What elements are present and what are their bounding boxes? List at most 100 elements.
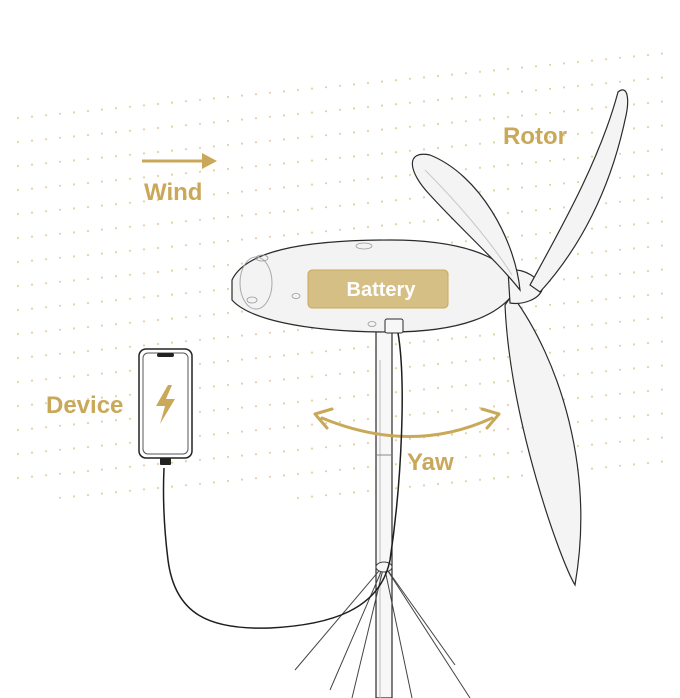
airflow-dot [422, 388, 426, 391]
airflow-dot [646, 197, 650, 201]
airflow-dot [268, 427, 272, 430]
airflow-dot [282, 330, 286, 333]
airflow-dot [170, 149, 174, 152]
airflow-dot [632, 55, 636, 58]
airflow-dot [436, 122, 440, 126]
airflow-dot [16, 236, 20, 240]
airflow-dot [184, 340, 188, 343]
airflow-dot [58, 448, 62, 451]
airflow-dot [226, 335, 230, 339]
airflow-dot [156, 486, 160, 490]
airflow-dot [534, 233, 538, 236]
airflow-dot [184, 100, 188, 103]
airflow-dot [492, 117, 496, 120]
airflow-dot [352, 491, 356, 494]
airflow-dot [590, 155, 594, 158]
airflow-dot [436, 74, 440, 78]
airflow-dot [310, 351, 314, 354]
airflow-dot [184, 220, 188, 223]
airflow-dot [16, 332, 20, 336]
airflow-dot [338, 204, 342, 207]
airflow-dot [632, 343, 636, 346]
airflow-dot [478, 94, 482, 97]
airflow-dot [212, 385, 216, 388]
airflow-dot [618, 80, 622, 83]
airflow-dot [422, 220, 426, 223]
airflow-dot [240, 334, 244, 337]
airflow-dot [226, 479, 230, 483]
airflow-dot [282, 138, 286, 141]
airflow-dot [156, 294, 160, 298]
airflow-dot [254, 237, 258, 240]
airflow-dot [226, 167, 230, 171]
airflow-dot [646, 221, 650, 225]
airflow-dot [240, 478, 244, 481]
airflow-dot [408, 77, 412, 80]
airflow-dot [618, 272, 622, 275]
airflow-dot [254, 165, 258, 168]
airflow-dot [282, 90, 286, 93]
airflow-dot [72, 183, 76, 186]
airflow-dot [212, 265, 216, 268]
airflow-dot [338, 348, 342, 351]
airflow-dot [394, 79, 398, 82]
airflow-dot [450, 73, 454, 76]
airflow-dot [660, 460, 664, 463]
airflow-dot [660, 220, 664, 223]
airflow-dot [506, 355, 510, 359]
airflow-dot [310, 135, 314, 138]
airflow-dot [72, 207, 76, 210]
airflow-dot [310, 159, 314, 162]
airflow-dot [660, 316, 664, 319]
airflow-dot [352, 443, 356, 446]
battery: Battery [307, 269, 449, 309]
airflow-dot [506, 91, 510, 95]
airflow-dot [114, 251, 118, 254]
airflow-dot [450, 241, 454, 244]
airflow-dot [632, 319, 636, 322]
airflow-dot [352, 371, 356, 374]
airflow-dot [184, 292, 188, 295]
airflow-dot [282, 234, 286, 237]
airflow-dot [72, 375, 76, 378]
airflow-dot [492, 165, 496, 168]
airflow-dot [156, 270, 160, 274]
airflow-dot [646, 125, 650, 129]
airflow-dot [16, 188, 20, 192]
airflow-dot [534, 329, 538, 332]
airflow-dot [240, 310, 244, 313]
airflow-dot [436, 218, 440, 222]
airflow-dot [86, 325, 90, 329]
smartphone-icon [138, 348, 193, 465]
airflow-dot [114, 443, 118, 446]
airflow-dot [72, 255, 76, 258]
airflow-dot [254, 477, 258, 480]
airflow-dot [170, 101, 174, 104]
airflow-dot [632, 103, 636, 106]
airflow-dot [212, 145, 216, 148]
airflow-dot [282, 186, 286, 189]
airflow-dot [506, 427, 510, 431]
airflow-dot [366, 81, 370, 85]
airflow-dot [562, 158, 566, 161]
airflow-dot [576, 324, 580, 328]
airflow-dot [492, 93, 496, 96]
airflow-dot [366, 345, 370, 349]
wind-label: Wind [144, 179, 202, 206]
airflow-dot [86, 133, 90, 137]
airflow-dot [268, 403, 272, 406]
airflow-dot [72, 351, 76, 354]
airflow-dot [184, 484, 188, 487]
airflow-dot [520, 258, 524, 261]
airflow-dot [226, 119, 230, 123]
airflow-dot [156, 462, 160, 466]
airflow-dot [128, 105, 132, 108]
airflow-dot [604, 466, 608, 469]
airflow-dot [282, 450, 286, 453]
airflow-dot [268, 139, 272, 142]
airflow-dot [632, 247, 636, 250]
airflow-dot [436, 386, 440, 390]
airflow-dot [324, 470, 328, 473]
airflow-dot [632, 439, 636, 442]
airflow-dot [604, 322, 608, 325]
